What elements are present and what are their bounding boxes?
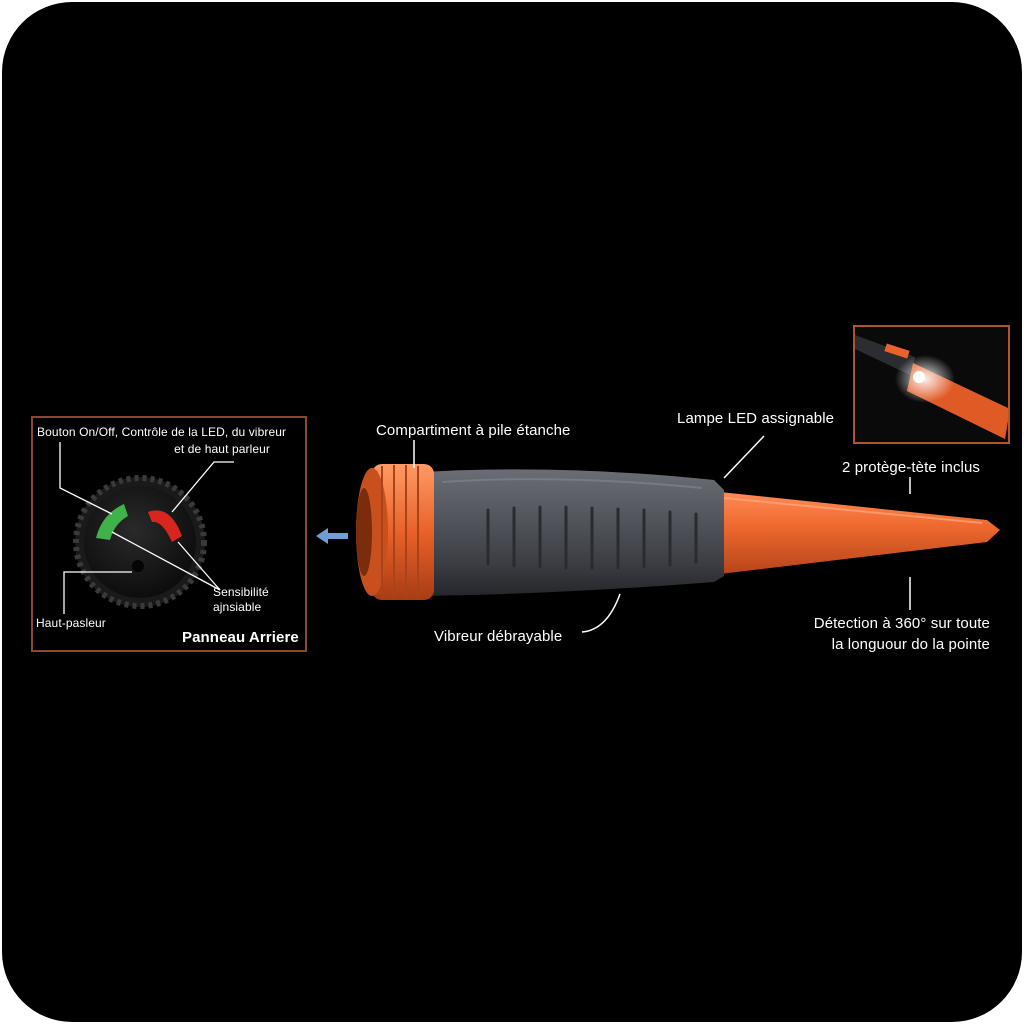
led-inset-photo (853, 325, 1010, 444)
vibrator-label: Vibreur débrayable (434, 628, 563, 645)
detection-label-line2: la longuour do la pointe (831, 636, 990, 653)
button-label-line2: et de haut parleur (174, 442, 270, 456)
probe-tip (720, 492, 1000, 574)
red-led-icon (148, 510, 182, 542)
lamp-label: Lampe LED assignable (677, 410, 835, 427)
left-arrow-icon (316, 528, 348, 544)
speaker-label: Haut-pasleur (36, 616, 106, 630)
battery-cap (356, 464, 434, 600)
probe-grip (422, 469, 724, 596)
rear-panel-drawing (59, 442, 234, 614)
sensitivity-label-line1: Sensibilité (213, 585, 269, 599)
callout-lines (413, 435, 911, 633)
tips-label: 2 protège-tète inclus (842, 459, 981, 476)
sensitivity-label-line2: ajnsiable (213, 600, 262, 614)
compartment-label: Compartiment à pile étanche (376, 422, 571, 439)
panel-title: Panneau Arriere (182, 629, 299, 646)
rear-panel-frame (31, 416, 307, 652)
detection-label-line1: Détection à 360° sur toute (813, 615, 990, 632)
button-label-line1: Bouton On/Off, Contrôle de la LED, du vi… (37, 425, 287, 439)
green-led-icon (96, 504, 128, 540)
